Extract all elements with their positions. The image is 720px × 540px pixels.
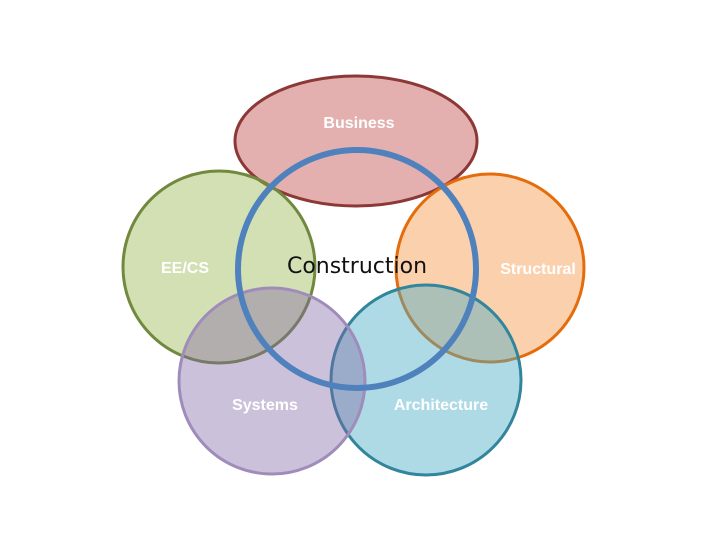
eecs-circle [121, 169, 317, 365]
structural-circle [394, 172, 586, 364]
systems-label: Systems [232, 397, 298, 414]
construction-label: Construction [287, 254, 427, 279]
business-label: Business [323, 115, 394, 132]
business-ellipse [233, 74, 479, 208]
structural-label: Structural [500, 261, 576, 278]
construction-circle [235, 147, 479, 391]
architecture-label: Architecture [394, 397, 488, 414]
systems-circle [177, 286, 367, 476]
eecs-label: EE/CS [161, 260, 209, 277]
architecture-circle [329, 283, 523, 477]
